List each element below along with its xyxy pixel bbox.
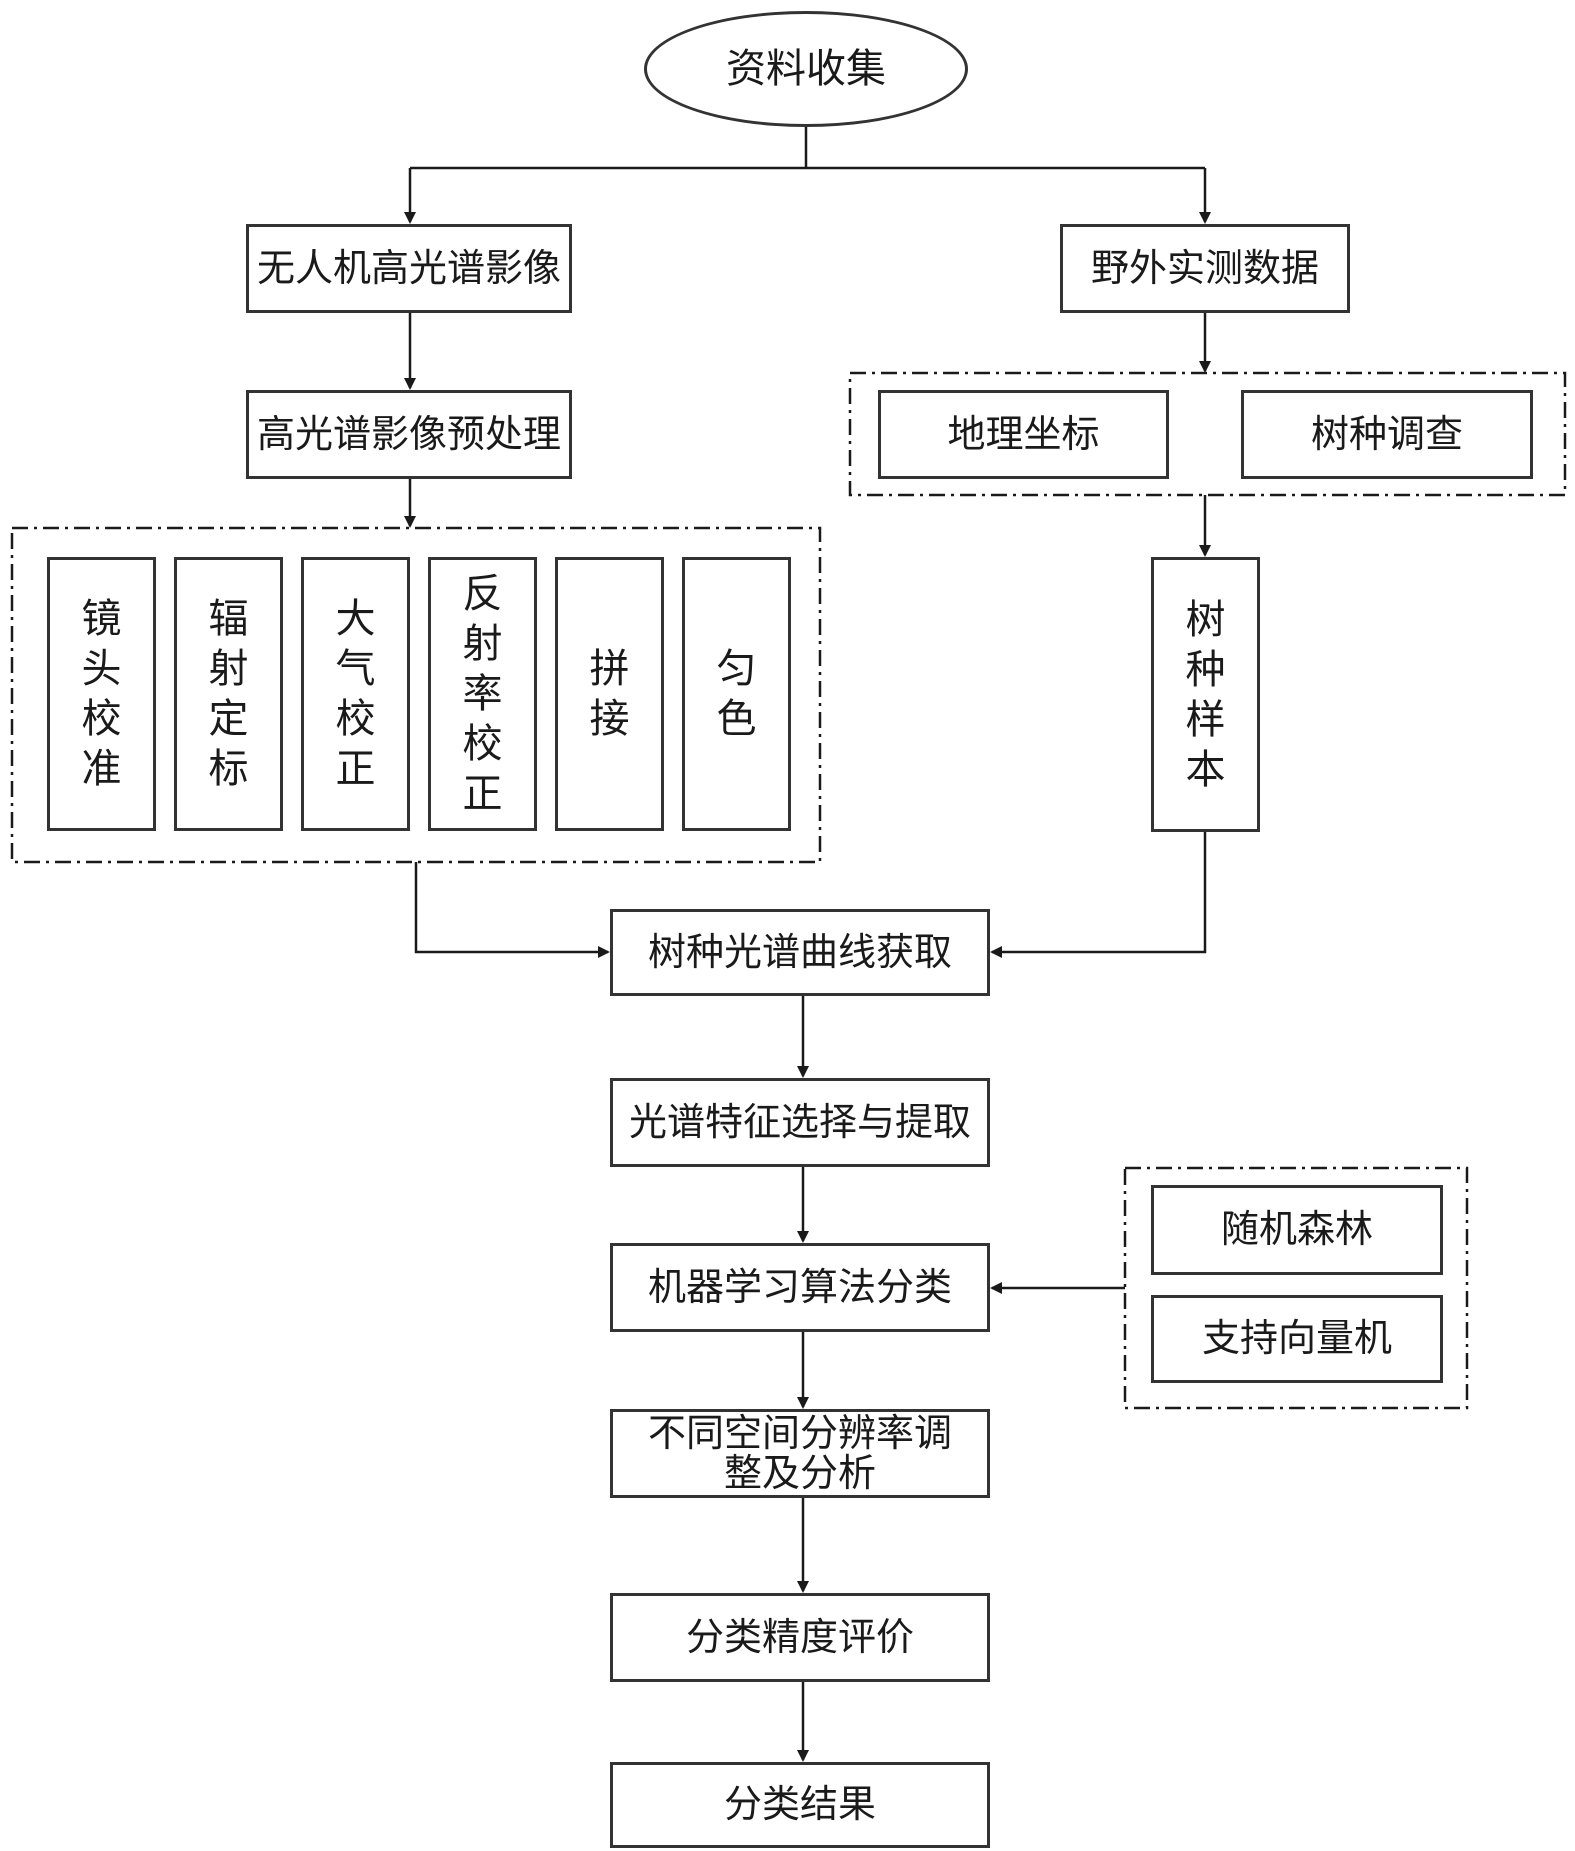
ml-classification-box: 机器学习算法分类 [610,1243,990,1332]
algorithms-group-frame [1123,1166,1469,1410]
classification-result-box: 分类结果 [610,1762,990,1848]
resolution-analysis-label: 不同空间分辨率调整及分析 [647,1410,952,1495]
arrow-sample-to-curve [990,832,1207,958]
preprocess-steps-group-frame [10,526,822,864]
field-data-box: 野外实测数据 [1060,224,1350,313]
step-mosaic: 拼接 [555,557,664,831]
species-survey-box: 树种调查 [1241,390,1533,479]
accuracy-assessment-box: 分类精度评价 [610,1593,990,1682]
geo-coordinates-box: 地理坐标 [878,390,1169,479]
connector-start-split [410,127,1205,170]
step-color-balance-label: 匀色 [716,646,757,742]
feature-selection-box: 光谱特征选择与提取 [610,1078,990,1167]
step-color-balance: 匀色 [682,557,791,831]
species-sample-box: 树种样本 [1151,557,1260,832]
start-node: 资料收集 [644,11,968,127]
step-lens-calibration-label: 镜头校准 [81,596,122,792]
step-reflectance-correction: 反射率校正 [428,557,537,831]
preprocess-box: 高光谱影像预处理 [246,390,572,479]
uav-hyperspectral-box: 无人机高光谱影像 [246,224,572,313]
step-reflectance-correction-label: 反射率校正 [462,571,503,817]
step-atmospheric-correction-label: 大气校正 [335,596,376,792]
step-mosaic-label: 拼接 [589,646,630,742]
svm-box: 支持向量机 [1151,1295,1443,1383]
resolution-analysis-box: 不同空间分辨率调整及分析 [610,1409,990,1498]
spectral-curve-box: 树种光谱曲线获取 [610,909,990,996]
step-radiometric-calibration: 辐射定标 [174,557,283,831]
field-items-group-frame [848,371,1567,497]
arrow-steps-to-curve [414,862,610,958]
step-radiometric-calibration-label: 辐射定标 [208,596,249,792]
step-atmospheric-correction: 大气校正 [301,557,410,831]
species-sample-label: 树种样本 [1185,596,1226,793]
random-forest-box: 随机森林 [1151,1185,1443,1275]
step-lens-calibration: 镜头校准 [47,557,156,831]
